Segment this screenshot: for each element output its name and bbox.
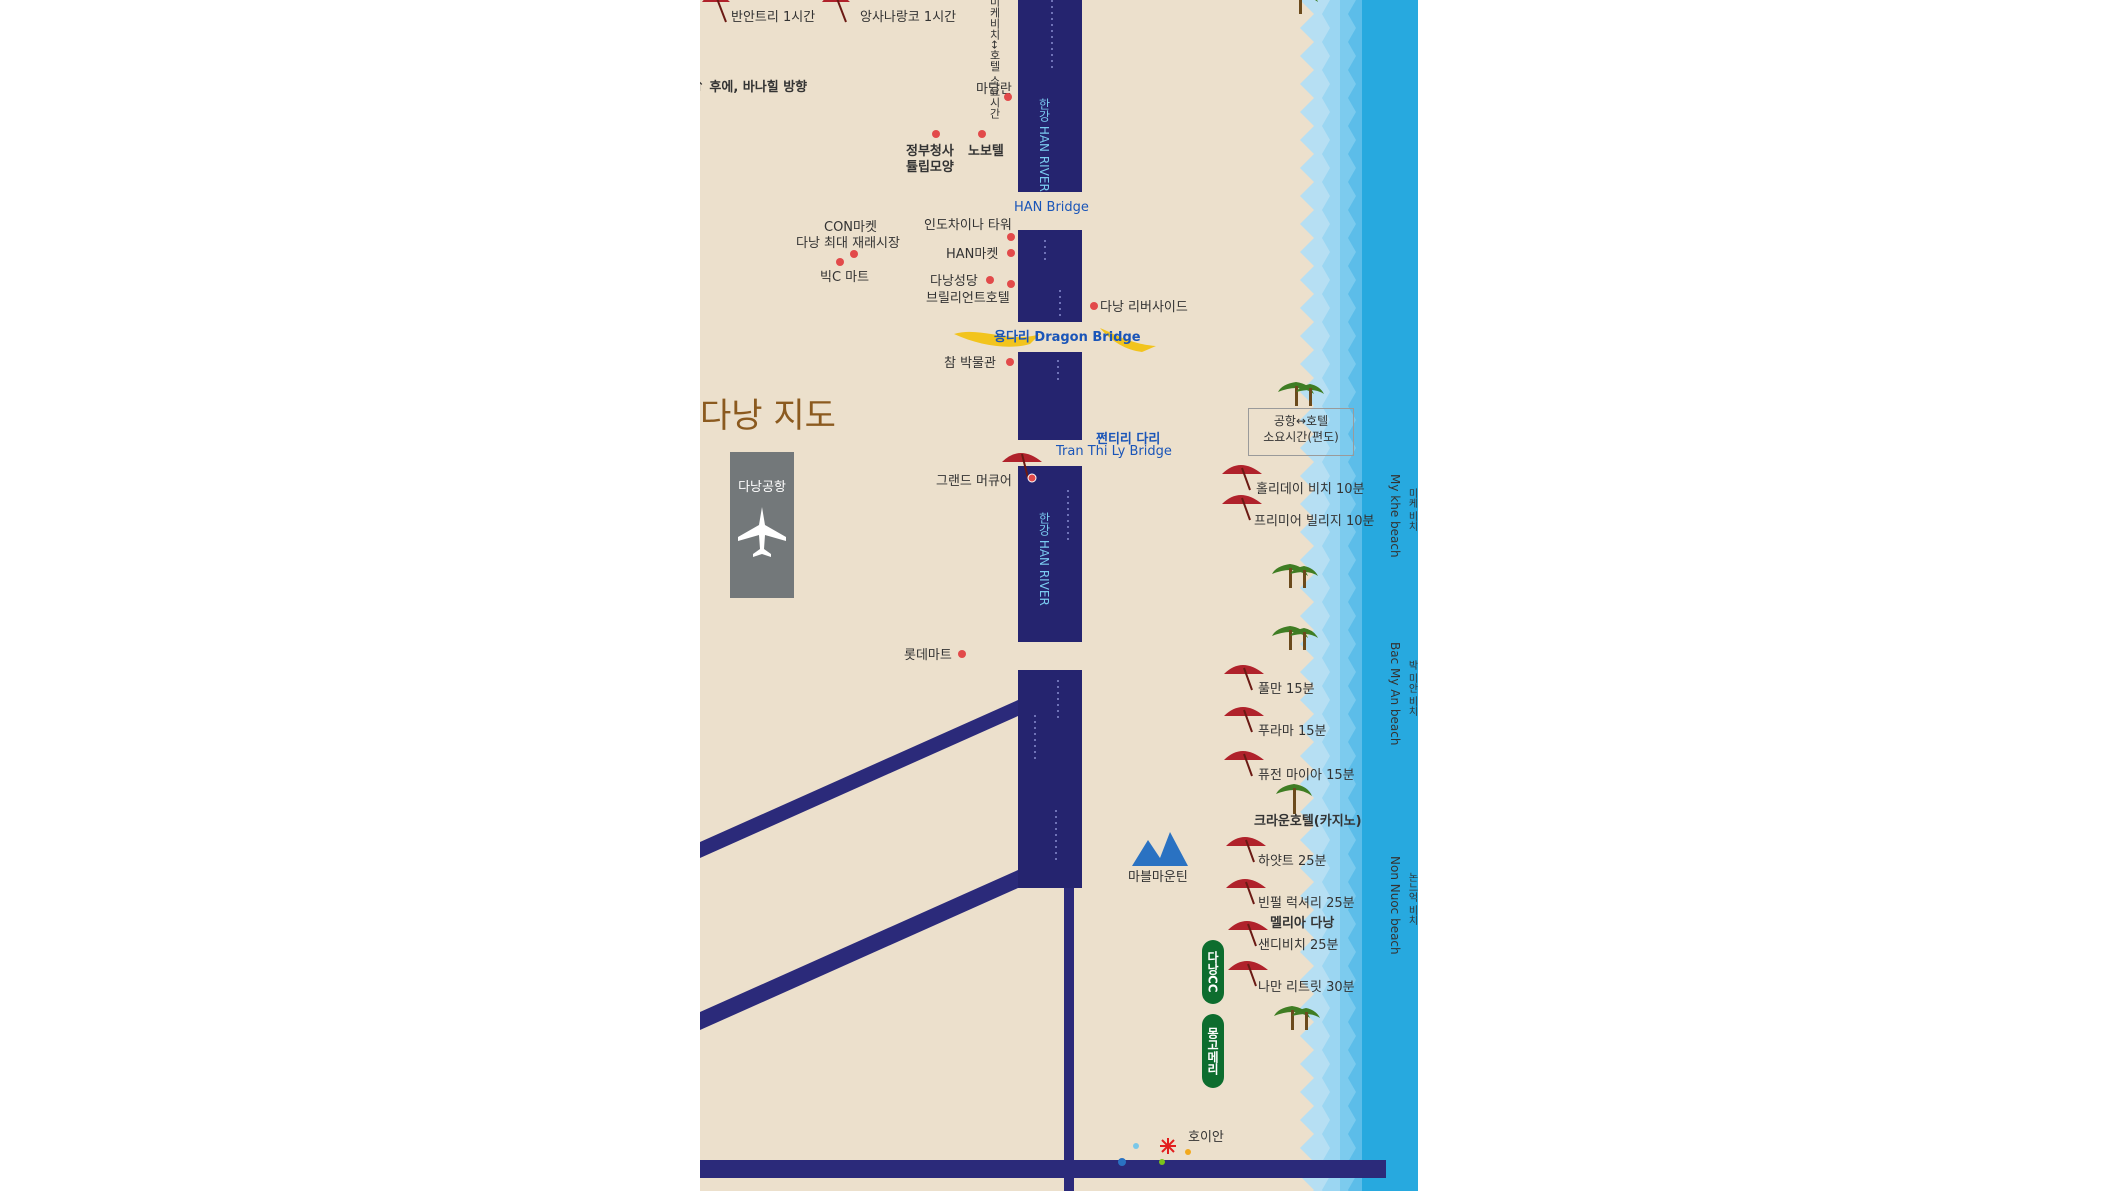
da-nang-map: 한강 HAN RIVER 한강 HAN RIVER 다낭 지도 다낭공항 반안트… bbox=[700, 0, 1418, 1191]
han-river-segment bbox=[1018, 230, 1082, 322]
place-dot bbox=[1007, 233, 1015, 241]
place-label: 참 박물관 bbox=[944, 356, 996, 371]
top-label: 미케비치↔호텔 소요시간 bbox=[988, 0, 1001, 119]
place-dot bbox=[978, 130, 986, 138]
resort-label: 크라운호텔(카지노) bbox=[1254, 814, 1362, 829]
place-dot bbox=[958, 650, 966, 658]
place-label: 롯데마트 bbox=[904, 648, 952, 663]
place-label: 마블마운틴 bbox=[1128, 870, 1188, 885]
resort-label: 프리미어 빌리지 10분 bbox=[1254, 514, 1375, 529]
place-label: CON마켓 bbox=[824, 220, 877, 235]
river-dashes bbox=[1034, 0, 1069, 860]
airplane-icon bbox=[738, 507, 786, 557]
beach-label-my-khe: My khe beach bbox=[1388, 474, 1402, 558]
beach-label-non-nuoc-ko: 논느억 비치 bbox=[1406, 872, 1417, 926]
place-label: 다낭성당 bbox=[930, 274, 978, 289]
resort-label: 홀리데이 비치 10분 bbox=[1256, 482, 1365, 497]
place-dot bbox=[1090, 302, 1098, 310]
resort-label: 샌디비치 25분 bbox=[1258, 938, 1339, 953]
han-river-label: 한강 HAN RIVER bbox=[1037, 512, 1051, 606]
palm-tree-icons bbox=[1272, 0, 1324, 1030]
resort-label: 푸라마 15분 bbox=[1258, 724, 1327, 739]
beach-label-my-khe-ko: 미케 비치 bbox=[1406, 488, 1417, 532]
golf-badge-danang-cc[interactable]: 다낭CC bbox=[1202, 940, 1224, 1004]
place-dot bbox=[850, 250, 858, 258]
beach-label-bac-my-an: Bac My An beach bbox=[1388, 642, 1402, 746]
han-river-segment bbox=[1018, 352, 1082, 440]
place-dot bbox=[836, 258, 844, 266]
tran-thi-ly-bridge-label-en: Tran Thi Ly Bridge bbox=[1056, 444, 1172, 459]
place-dot bbox=[986, 276, 994, 284]
resort-label: 하얏트 25분 bbox=[1258, 854, 1327, 869]
place-dot bbox=[1007, 280, 1015, 288]
beach-umbrella-icon bbox=[702, 0, 850, 23]
fireworks-icon bbox=[1118, 1138, 1191, 1166]
han-river-label: 한강 HAN RIVER bbox=[1037, 98, 1051, 192]
place-label: 정부청사 bbox=[906, 144, 954, 159]
han-river-segment bbox=[1018, 0, 1082, 192]
place-dot bbox=[1007, 249, 1015, 257]
map-title: 다낭 지도 bbox=[700, 396, 836, 436]
airport-label: 다낭공항 bbox=[738, 480, 786, 495]
place-label: 브릴리언트호텔 bbox=[926, 291, 1010, 306]
place-dot bbox=[1004, 93, 1012, 101]
place-dot bbox=[1006, 358, 1014, 366]
beach-umbrella-icon bbox=[1002, 453, 1042, 483]
beach-label-non-nuoc: Non Nuoc beach bbox=[1388, 856, 1402, 955]
resort-label: 풀만 15분 bbox=[1258, 682, 1315, 697]
sea bbox=[1300, 0, 1418, 1191]
han-river-segment bbox=[1018, 670, 1082, 888]
place-label: 호이안 bbox=[1188, 1130, 1224, 1145]
airport-block[interactable]: 다낭공항 bbox=[730, 452, 794, 598]
top-label: 마담란 bbox=[976, 82, 1012, 97]
resort-label: 나만 리트릿 30분 bbox=[1258, 980, 1355, 995]
mountain-icon bbox=[1132, 832, 1188, 866]
place-label: 인도차이나 타워 bbox=[924, 218, 1012, 233]
roads bbox=[700, 700, 1386, 1191]
resort-umbrella-icons bbox=[1222, 465, 1268, 987]
dragon-bridge-label: 용다리 Dragon Bridge bbox=[994, 330, 1141, 345]
place-label: 빅C 마트 bbox=[820, 270, 870, 285]
tran-thi-ly-bridge-label-ko: 쩐티리 다리 bbox=[1096, 432, 1161, 447]
place-dot bbox=[932, 130, 940, 138]
golf-badge-montgomerie[interactable]: 몽고메리 bbox=[1202, 1014, 1224, 1088]
top-label: 반안트리 1시간 bbox=[731, 10, 816, 25]
place-label: 노보텔 bbox=[968, 144, 1004, 159]
resort-label: 빈펄 럭셔리 25분 bbox=[1258, 896, 1355, 911]
top-label: ↑ 후에, 바나힐 방향 bbox=[700, 80, 808, 95]
place-label: 다낭 최대 재래시장 bbox=[796, 236, 900, 251]
place-label: 튤립모양 bbox=[906, 160, 954, 175]
resort-label: 퓨전 마이아 15분 bbox=[1258, 768, 1355, 783]
airport-time-line1: 공항↔호텔 bbox=[1273, 414, 1329, 428]
top-label: 앙사나랑코 1시간 bbox=[860, 10, 957, 25]
beach-label-bac-my-an-ko: 박 미안 비치 bbox=[1406, 660, 1417, 717]
resort-label: 멜리아 다낭 bbox=[1270, 916, 1335, 931]
dragon-icon bbox=[954, 328, 1156, 352]
place-label: HAN마켓 bbox=[946, 247, 999, 262]
place-label: 그랜드 머큐어 bbox=[936, 474, 1012, 489]
han-river-segment bbox=[1018, 466, 1082, 642]
place-label: 다낭 리버사이드 bbox=[1100, 300, 1188, 315]
airport-time-line2: 소요시간(편도) bbox=[1263, 430, 1339, 444]
han-bridge-label: HAN Bridge bbox=[1014, 200, 1089, 215]
airport-time-box: 공항↔호텔 소요시간(편도) bbox=[1248, 408, 1354, 456]
